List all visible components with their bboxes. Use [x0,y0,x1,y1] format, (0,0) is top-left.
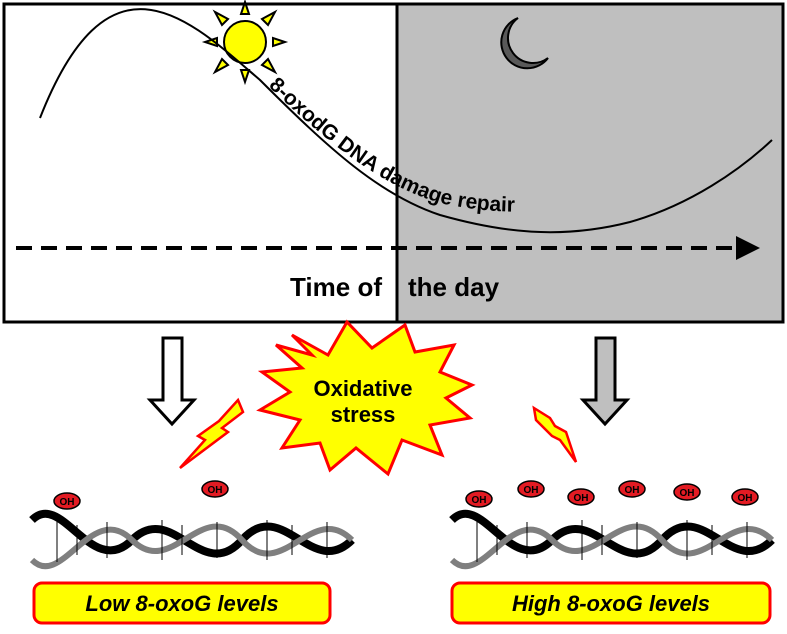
svg-text:OH: OH [680,488,695,499]
oh-lesion-high-1: OH [465,490,493,508]
oh-lesion-high-2: OH [517,480,545,498]
svg-text:OH: OH [524,485,539,496]
axis-label-the-day: the day [408,272,500,302]
time-panel: 8-oxodG DNA damage repair Time of the da… [2,0,785,324]
low-level-box: Low 8-oxoG levels [32,581,332,625]
oh-lesion-high-5: OH [673,483,701,501]
dna-helix-icon-high [449,509,775,570]
svg-text:OH: OH [738,493,753,504]
burst-line-1: Oxidative [313,376,412,401]
high-level-box: High 8-oxoG levels [450,581,772,625]
svg-text:OH: OH [60,497,75,508]
time-axis-arrowhead [736,236,760,260]
low-level-label: Low 8-oxoG levels [85,591,278,616]
lightning-icon-left [179,397,245,469]
oh-lesion-high-4: OH [618,480,646,498]
oh-lesion-low-1: OH [53,492,81,510]
lightning-icon-right [532,405,578,463]
oh-lesion-high-3: OH [567,488,595,506]
svg-text:OH: OH [472,495,487,506]
night-panel [397,4,783,322]
panel-border [2,2,785,324]
svg-text:OH: OH [574,493,589,504]
down-arrow-icon-night [579,336,631,427]
svg-text:OH: OH [625,485,640,496]
svg-text:OH: OH [208,485,223,496]
sun-icon [201,0,289,86]
high-level-label: High 8-oxoG levels [512,591,710,616]
oxidative-stress-burst [256,319,476,477]
burst-line-2: stress [331,402,396,427]
oh-lesion-low-2: OH [201,480,229,498]
moon-icon [500,17,549,70]
down-arrow-icon-day [146,336,198,427]
oh-lesion-high-6: OH [731,488,759,506]
dna-helix-icon-low [29,509,355,570]
axis-label-time-of: Time of [290,272,382,302]
